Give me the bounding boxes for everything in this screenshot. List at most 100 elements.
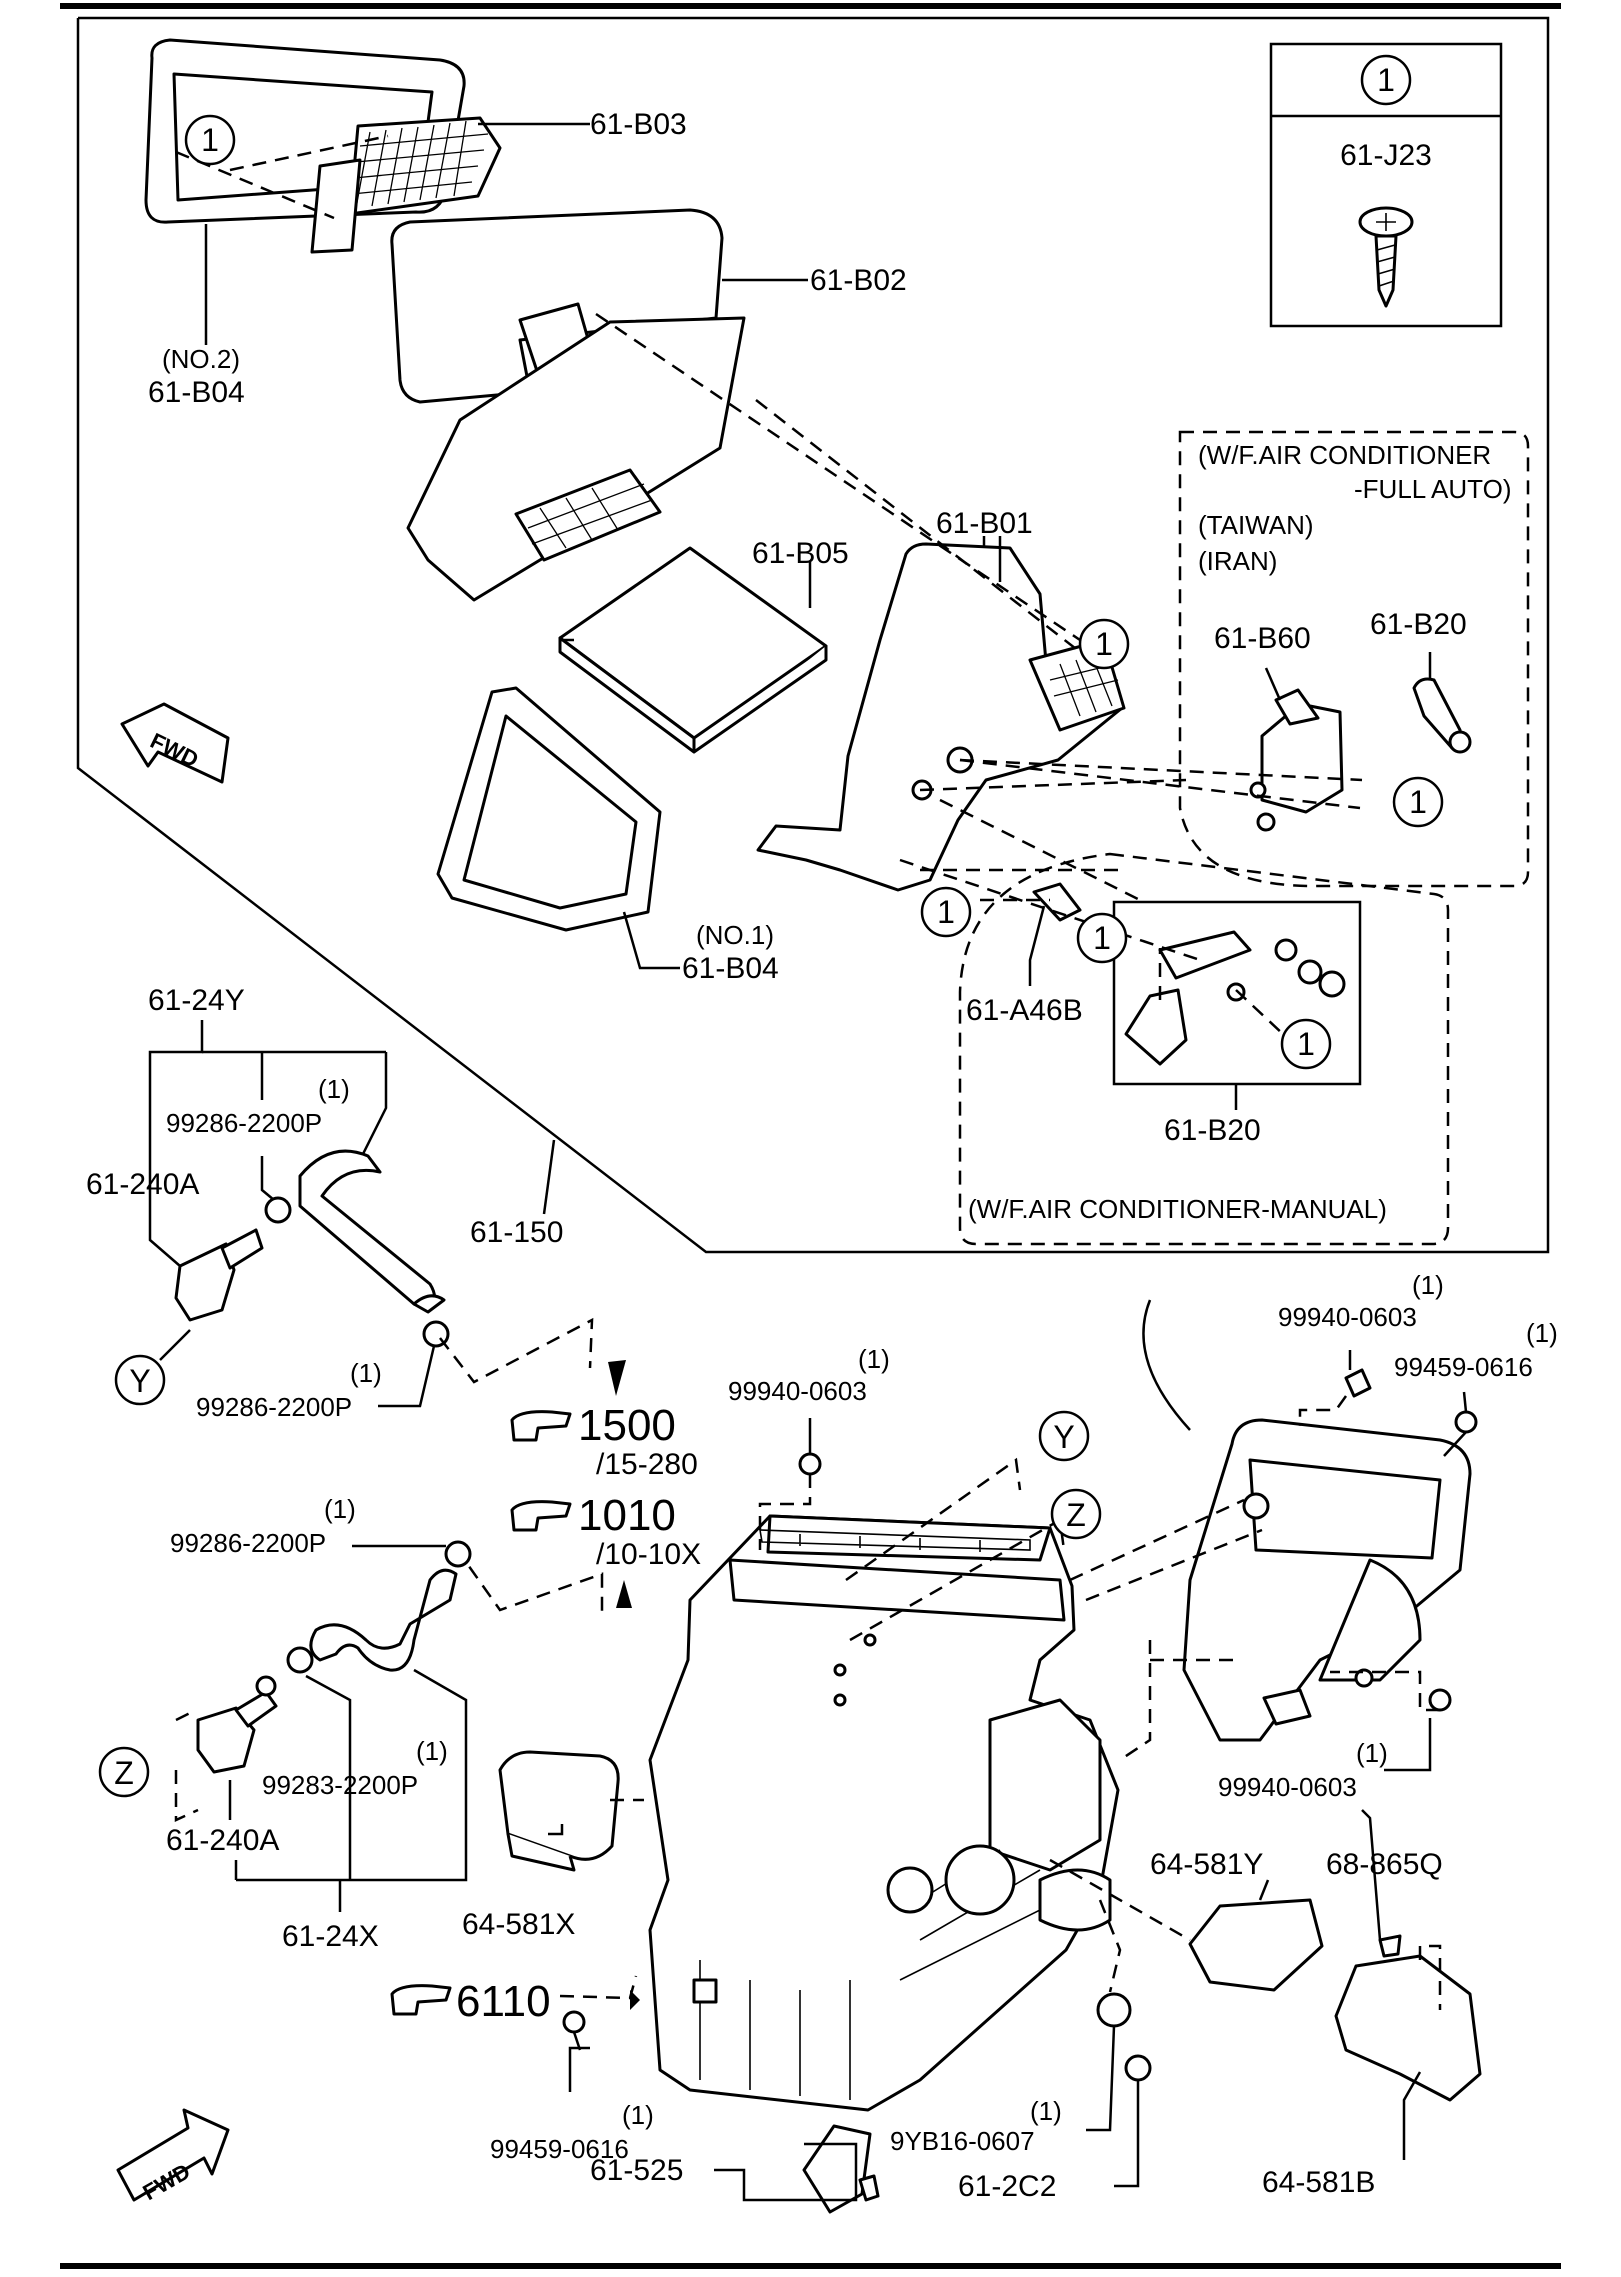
- label-clamp-top: 99286-2200P: [166, 1108, 322, 1138]
- label-nut-r-qty: (1): [1356, 1738, 1388, 1768]
- circle-Y: [114, 1354, 166, 1406]
- blower-unit: [1142, 1299, 1472, 1742]
- part-61-B60: [1249, 688, 1344, 832]
- part-64-581X: [498, 1750, 620, 1872]
- label-clamp-283: 99283-2200P: [262, 1770, 418, 1800]
- legend-part-label: 61-J23: [1340, 139, 1432, 172]
- lower-leaders: [559, 1395, 1442, 2010]
- ref-1010-sub: /10-10X: [596, 1538, 701, 1571]
- label-nut-center-qty: (1): [858, 1344, 890, 1374]
- label-61-24Y: 61-24Y: [148, 984, 245, 1017]
- hose-group-24Y: [148, 1020, 626, 1396]
- part-61-B20-auto: [1412, 677, 1472, 754]
- circle-Y-2-label: Y: [1053, 1419, 1074, 1455]
- label-nut-center: 99940-0603: [728, 1376, 867, 1406]
- part-61-B04-no1: [436, 686, 662, 932]
- label-61-2C2: 61-2C2: [958, 2170, 1056, 2203]
- label-9YB16: 9YB16-0607: [890, 2126, 1035, 2156]
- part-61-A46B: [1032, 882, 1082, 922]
- ref-1500-sub: /15-280: [596, 1448, 698, 1481]
- full-auto-box: [1178, 430, 1530, 888]
- circle-1-b01: [1078, 618, 1130, 670]
- label-9YB16-qty: (1): [1030, 2096, 1062, 2126]
- upper-frame: [76, 16, 1550, 1254]
- lower-solid-leaders: [548, 1350, 1468, 2202]
- label-bolt-tr-qty: (1): [1526, 1318, 1558, 1348]
- fwd-arrow-top: FWD: [120, 702, 230, 784]
- label-61-525: 61-525: [590, 2154, 683, 2187]
- label-full-auto-title1: (W/F.AIR CONDITIONER: [1198, 440, 1491, 470]
- label-61-B02: 61-B02: [810, 264, 907, 297]
- label-61-B03: 61-B03: [590, 108, 687, 141]
- label-bolt-tr: 99459-0616: [1394, 1352, 1533, 1382]
- label-manual-title: (W/F.AIR CONDITIONER-MANUAL): [968, 1194, 1387, 1224]
- part-64-581Y: [1188, 1898, 1324, 1992]
- label-nut-tr-qty: (1): [1412, 1270, 1444, 1300]
- fwd-arrow-bottom: FWD: [116, 2108, 230, 2205]
- label-nut-r: 99940-0603: [1218, 1772, 1357, 1802]
- label-61-B01: 61-B01: [936, 507, 1033, 540]
- label-clamp-283-qty: (1): [416, 1736, 448, 1766]
- label-clamp-y: 99286-2200P: [196, 1392, 352, 1422]
- ref-6110: 6110: [456, 1977, 551, 2026]
- label-clamp-y-qty: (1): [350, 1358, 382, 1388]
- legend-circle-label: 1: [1377, 62, 1395, 98]
- hose-group-24X: [174, 1540, 632, 1912]
- label-clamp-mid: 99286-2200P: [170, 1528, 326, 1558]
- circle-Z: [98, 1746, 150, 1798]
- hand-icon-6110: [390, 1984, 452, 2016]
- manual-box: [958, 852, 1450, 1246]
- circle-1-b04: [184, 114, 236, 166]
- label-61-B60: 61-B60: [1214, 622, 1311, 655]
- label-64-581B: 64-581B: [1262, 2166, 1375, 2199]
- circle-1-manual: [1280, 1018, 1332, 1070]
- label-taiwan: (TAIWAN): [1198, 510, 1314, 540]
- legend-box: 1 61-J23: [1269, 42, 1503, 328]
- circle-Z-label: Z: [114, 1755, 134, 1791]
- circle-1-a46b: [1076, 912, 1128, 964]
- circle-1-case: [920, 886, 972, 938]
- label-61-B04-no1: 61-B04: [682, 952, 779, 985]
- part-64-581B: [1334, 1954, 1482, 2102]
- label-61-B20-auto: 61-B20: [1370, 608, 1467, 641]
- label-iran: (IRAN): [1198, 546, 1277, 576]
- circle-Z-2: [1050, 1488, 1102, 1540]
- hand-icon-1010: [510, 1500, 572, 1532]
- label-61-24X: 61-24X: [282, 1920, 379, 1953]
- label-61-A46B: 61-A46B: [966, 994, 1083, 1027]
- label-61-240A-top: 61-240A: [86, 1168, 199, 1201]
- label-full-auto-title2: -FULL AUTO): [1354, 474, 1511, 504]
- part-61-B05: [558, 546, 828, 754]
- circle-Z-2-label: Z: [1066, 1497, 1086, 1533]
- label-61-B04-no1-qual: (NO.1): [696, 920, 774, 950]
- circle-1-auto: [1392, 776, 1444, 828]
- label-61-240A-bot: 61-240A: [166, 1824, 279, 1857]
- part-61-B02: [390, 208, 746, 602]
- label-61-B05: 61-B05: [752, 537, 849, 570]
- hand-icon-1500: [510, 1410, 572, 1442]
- label-clamp-top-qty: (1): [318, 1074, 350, 1104]
- label-61-B04-no2: 61-B04: [148, 376, 245, 409]
- small-fasteners: [562, 1368, 1478, 2214]
- label-61-B20-manual: 61-B20: [1164, 1114, 1261, 1147]
- label-64-581X: 64-581X: [462, 1908, 575, 1941]
- screw-icon: [1358, 206, 1414, 308]
- part-61-B20-manual: [1124, 930, 1346, 1066]
- label-61-150: 61-150: [470, 1216, 563, 1249]
- part-61-B03: [310, 116, 502, 254]
- label-64-581Y: 64-581Y: [1150, 1848, 1263, 1881]
- part-61-B01: [756, 542, 1126, 892]
- label-bolt-bl-qty: (1): [622, 2100, 654, 2130]
- label-bolt-bl: 99459-0616: [490, 2134, 629, 2164]
- upper-leaders: [175, 122, 1432, 1110]
- label-61-B04-no2-qual: (NO.2): [162, 344, 240, 374]
- label-68-865Q: 68-865Q: [1326, 1848, 1443, 1881]
- circle-Y-2: [1038, 1410, 1090, 1462]
- heater-unit: [648, 1514, 1120, 2112]
- ref-1500: 1500: [578, 1401, 676, 1450]
- circle-Y-label: Y: [129, 1363, 150, 1399]
- label-clamp-mid-qty: (1): [324, 1494, 356, 1524]
- label-nut-tr: 99940-0603: [1278, 1302, 1417, 1332]
- ref-1010: 1010: [578, 1491, 676, 1540]
